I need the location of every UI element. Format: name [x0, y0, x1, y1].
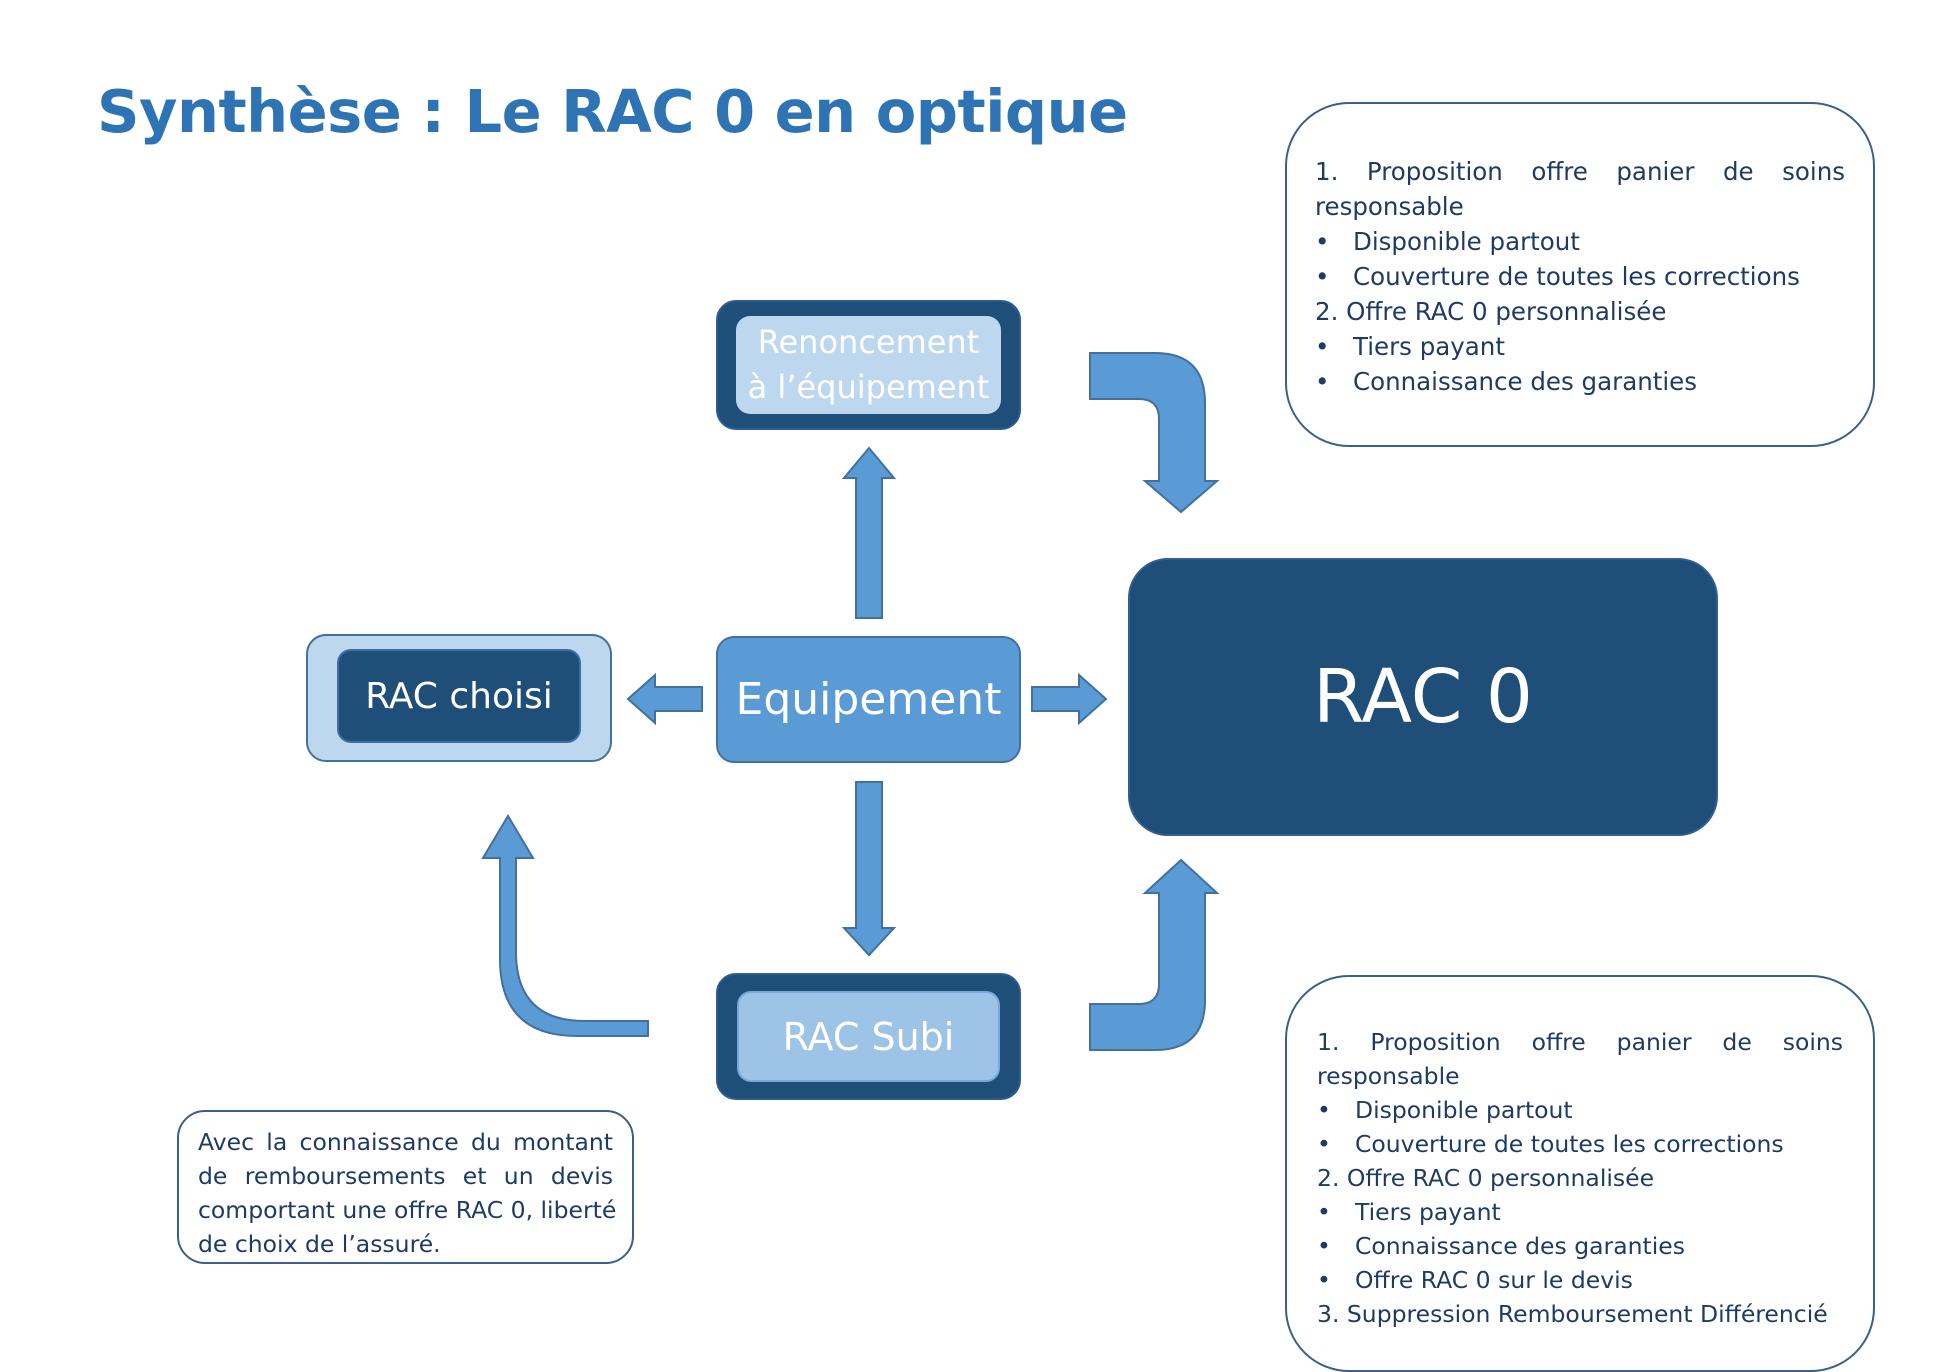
rac-choisi-label: RAC choisi: [365, 675, 553, 717]
arrow-curved-rac-subi-to-rac-choisi: [481, 814, 649, 1037]
arrow-bent-rac-subi-to-rac0: [1089, 858, 1220, 1051]
info-bottom-bullet: Couverture de toutes les corrections: [1317, 1127, 1843, 1161]
page-title: Synthèse : Le RAC 0 en optique: [97, 77, 1128, 146]
info-bottom-item1: 1. Proposition offre panier de soins: [1317, 1028, 1843, 1056]
info-bottom-item3: 3. Suppression Remboursement Différencié: [1317, 1300, 1828, 1328]
note-line: Avec la connaissance du montant: [198, 1128, 613, 1156]
renoncement-label-line2: à l’équipement: [747, 368, 990, 406]
arrow-up-to-renoncement: [841, 446, 897, 619]
node-rac0: RAC 0: [1128, 558, 1718, 836]
note-line: comportant une offre RAC 0, liberté: [198, 1196, 617, 1224]
info-top-bullet: Connaissance des garanties: [1315, 364, 1845, 399]
node-rac-choisi: RAC choisi: [306, 634, 612, 762]
renoncement-label-line1: Renoncement: [757, 323, 980, 361]
node-renoncement-inner: Renoncement à l’équipement: [736, 316, 1001, 414]
info-bottom-bullet: Connaissance des garanties: [1317, 1229, 1843, 1263]
info-top-item1: 1. Proposition offre panier de soins: [1315, 157, 1845, 186]
info-bottom-item1-cont: responsable: [1317, 1062, 1460, 1090]
note-box: Avec la connaissance du montant de rembo…: [177, 1110, 634, 1264]
arrow-left-to-rac-choisi: [626, 672, 703, 726]
info-top-bullet: Couverture de toutes les corrections: [1315, 259, 1845, 294]
equipement-label: Equipement: [735, 674, 1002, 725]
info-bottom-bullet: Offre RAC 0 sur le devis: [1317, 1263, 1843, 1297]
info-bottom-item2: 2. Offre RAC 0 personnalisée: [1317, 1164, 1655, 1192]
info-top-item2: 2. Offre RAC 0 personnalisée: [1315, 297, 1667, 326]
info-bottom-bullet: Tiers payant: [1317, 1195, 1843, 1229]
info-top-bullet: Disponible partout: [1315, 224, 1845, 259]
arrow-right-to-rac0: [1031, 672, 1108, 726]
note-line: de choix de l’assuré.: [198, 1230, 441, 1258]
note-line: de remboursements et un devis: [198, 1162, 613, 1190]
info-bottom-bullet: Disponible partout: [1317, 1093, 1843, 1127]
info-top-item1-cont: responsable: [1315, 192, 1464, 221]
arrow-bent-renoncement-to-rac0: [1089, 352, 1220, 514]
rac0-label: RAC 0: [1312, 654, 1533, 740]
node-equipement: Equipement: [716, 636, 1021, 763]
node-renoncement: Renoncement à l’équipement: [716, 300, 1021, 430]
info-top-bullet: Tiers payant: [1315, 329, 1845, 364]
info-box-top: 1. Proposition offre panier de soins res…: [1285, 102, 1875, 447]
node-rac-choisi-inner: RAC choisi: [337, 649, 581, 743]
arrow-down-to-rac-subi: [841, 781, 897, 957]
node-rac-subi-inner: RAC Subi: [737, 991, 1000, 1082]
rac-subi-label: RAC Subi: [782, 1014, 955, 1059]
node-rac-subi: RAC Subi: [716, 973, 1021, 1100]
info-box-bottom: 1. Proposition offre panier de soins res…: [1285, 975, 1875, 1372]
